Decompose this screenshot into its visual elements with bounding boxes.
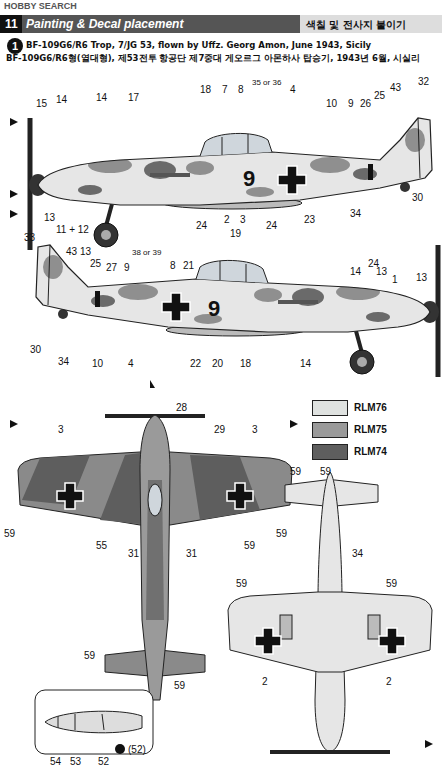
callout-number: 29 bbox=[214, 424, 225, 435]
sheet-text: HOBBY SEARCH bbox=[4, 1, 77, 11]
callout-number: 33 bbox=[24, 232, 35, 243]
callout-number: 17 bbox=[128, 92, 139, 103]
sheet-text: 38 or 39 bbox=[132, 248, 161, 257]
callout-number: 59 bbox=[174, 680, 185, 691]
callout-number: 2 bbox=[224, 214, 230, 225]
callout-number: 10 bbox=[326, 98, 337, 109]
callout-number: 18 bbox=[200, 84, 211, 95]
callout-number: 55 bbox=[96, 540, 107, 551]
callout-number: 43 bbox=[390, 82, 401, 93]
callout-number: 32 bbox=[418, 76, 429, 87]
sheet-text: 1 bbox=[9, 40, 21, 52]
callout-number: 31 bbox=[186, 548, 197, 559]
callout-number: 27 bbox=[106, 262, 117, 273]
callout-number: 25 bbox=[374, 90, 385, 101]
bottom-view bbox=[228, 472, 432, 752]
callout-number: 59 bbox=[84, 650, 95, 661]
callout-number: 3 bbox=[240, 214, 246, 225]
callout-number: 26 bbox=[360, 98, 371, 109]
callout-number: 23 bbox=[304, 214, 315, 225]
decal-number: 9 bbox=[208, 296, 220, 322]
legend-text: RLM76 bbox=[354, 402, 387, 413]
sheet-text: 11 bbox=[5, 17, 18, 31]
callout-number: 25 bbox=[90, 258, 101, 269]
callout-number: 24 bbox=[266, 220, 277, 231]
callout-number: 34 bbox=[352, 548, 363, 559]
callout-number: 30 bbox=[30, 344, 41, 355]
callout-number: 31 bbox=[128, 548, 139, 559]
legend-text: RLM74 bbox=[354, 446, 387, 457]
callout-number: 59 bbox=[290, 466, 301, 477]
header-title: Painting & Decal placement bbox=[26, 18, 183, 31]
sheet-text: 35 or 36 bbox=[252, 78, 281, 87]
callout-number: (52) bbox=[128, 744, 146, 755]
callout-number: 18 bbox=[240, 358, 251, 369]
sheet-text: 색칠 및 전사지 붙이기 bbox=[306, 18, 406, 32]
callout-number: 3 bbox=[58, 424, 64, 435]
propeller-detail bbox=[35, 690, 153, 754]
callout-number: 22 bbox=[190, 358, 201, 369]
callout-number: 15 bbox=[36, 98, 47, 109]
callout-number: 28 bbox=[176, 402, 187, 413]
callout-number: 20 bbox=[212, 358, 223, 369]
callout-number: 52 bbox=[98, 756, 109, 767]
callout-number: 24 bbox=[196, 220, 207, 231]
callout-number: 4 bbox=[290, 84, 296, 95]
callout-number: 8 bbox=[238, 84, 244, 95]
callout-number: 1 bbox=[392, 274, 398, 285]
callout-number: 14 bbox=[350, 266, 361, 277]
callout-number: 54 bbox=[50, 756, 61, 767]
callout-number: 11 + 12 bbox=[56, 224, 89, 235]
callout-number: 13 bbox=[80, 246, 91, 257]
callout-number: 34 bbox=[58, 356, 69, 367]
callout-number: 59 bbox=[236, 578, 247, 589]
callout-number: 59 bbox=[320, 466, 331, 477]
callout-number: 13 bbox=[416, 272, 427, 283]
paint-markers bbox=[10, 118, 433, 748]
callout-number: 14 bbox=[96, 92, 107, 103]
callout-number: 30 bbox=[412, 192, 423, 203]
callout-number: 10 bbox=[92, 358, 103, 369]
callout-number: 2 bbox=[262, 676, 268, 687]
legend-text: RLM75 bbox=[354, 424, 387, 435]
sheet-text: BF-109G6/R6 Trop, 7/JG 53, flown by Uffz… bbox=[26, 40, 371, 50]
callout-number: 9 bbox=[348, 98, 354, 109]
callout-number: 34 bbox=[350, 208, 361, 219]
callout-number: 14 bbox=[300, 358, 311, 369]
callout-number: 59 bbox=[386, 578, 397, 589]
callout-number: 21 bbox=[183, 260, 194, 271]
callout-number: 8 bbox=[170, 260, 176, 271]
callout-number: 4 bbox=[128, 358, 134, 369]
top-view bbox=[18, 415, 292, 700]
sheet-text: BF-109G6/R6형(열대형), 제53전투 항공단 제7중대 게오르그 아… bbox=[6, 53, 420, 65]
color-swatch bbox=[312, 444, 348, 460]
callout-number: 2 bbox=[386, 676, 392, 687]
callout-number: 13 bbox=[44, 212, 55, 223]
callout-number: 14 bbox=[56, 94, 67, 105]
callout-number: 53 bbox=[70, 756, 81, 767]
decal-number: 9 bbox=[243, 166, 255, 192]
color-swatch bbox=[312, 422, 348, 438]
color-swatch bbox=[312, 400, 348, 416]
callout-number: 13 bbox=[376, 266, 387, 277]
callout-number: 19 bbox=[230, 228, 241, 239]
callout-number: 59 bbox=[244, 540, 255, 551]
callout-number: 43 bbox=[66, 246, 77, 257]
callout-number: 3 bbox=[252, 424, 258, 435]
callout-number: 9 bbox=[124, 262, 130, 273]
side-profile-right bbox=[36, 245, 439, 377]
callout-number: 7 bbox=[222, 84, 228, 95]
side-profile-left bbox=[29, 118, 432, 250]
callout-number: 59 bbox=[4, 528, 15, 539]
callout-number: 59 bbox=[276, 528, 287, 539]
